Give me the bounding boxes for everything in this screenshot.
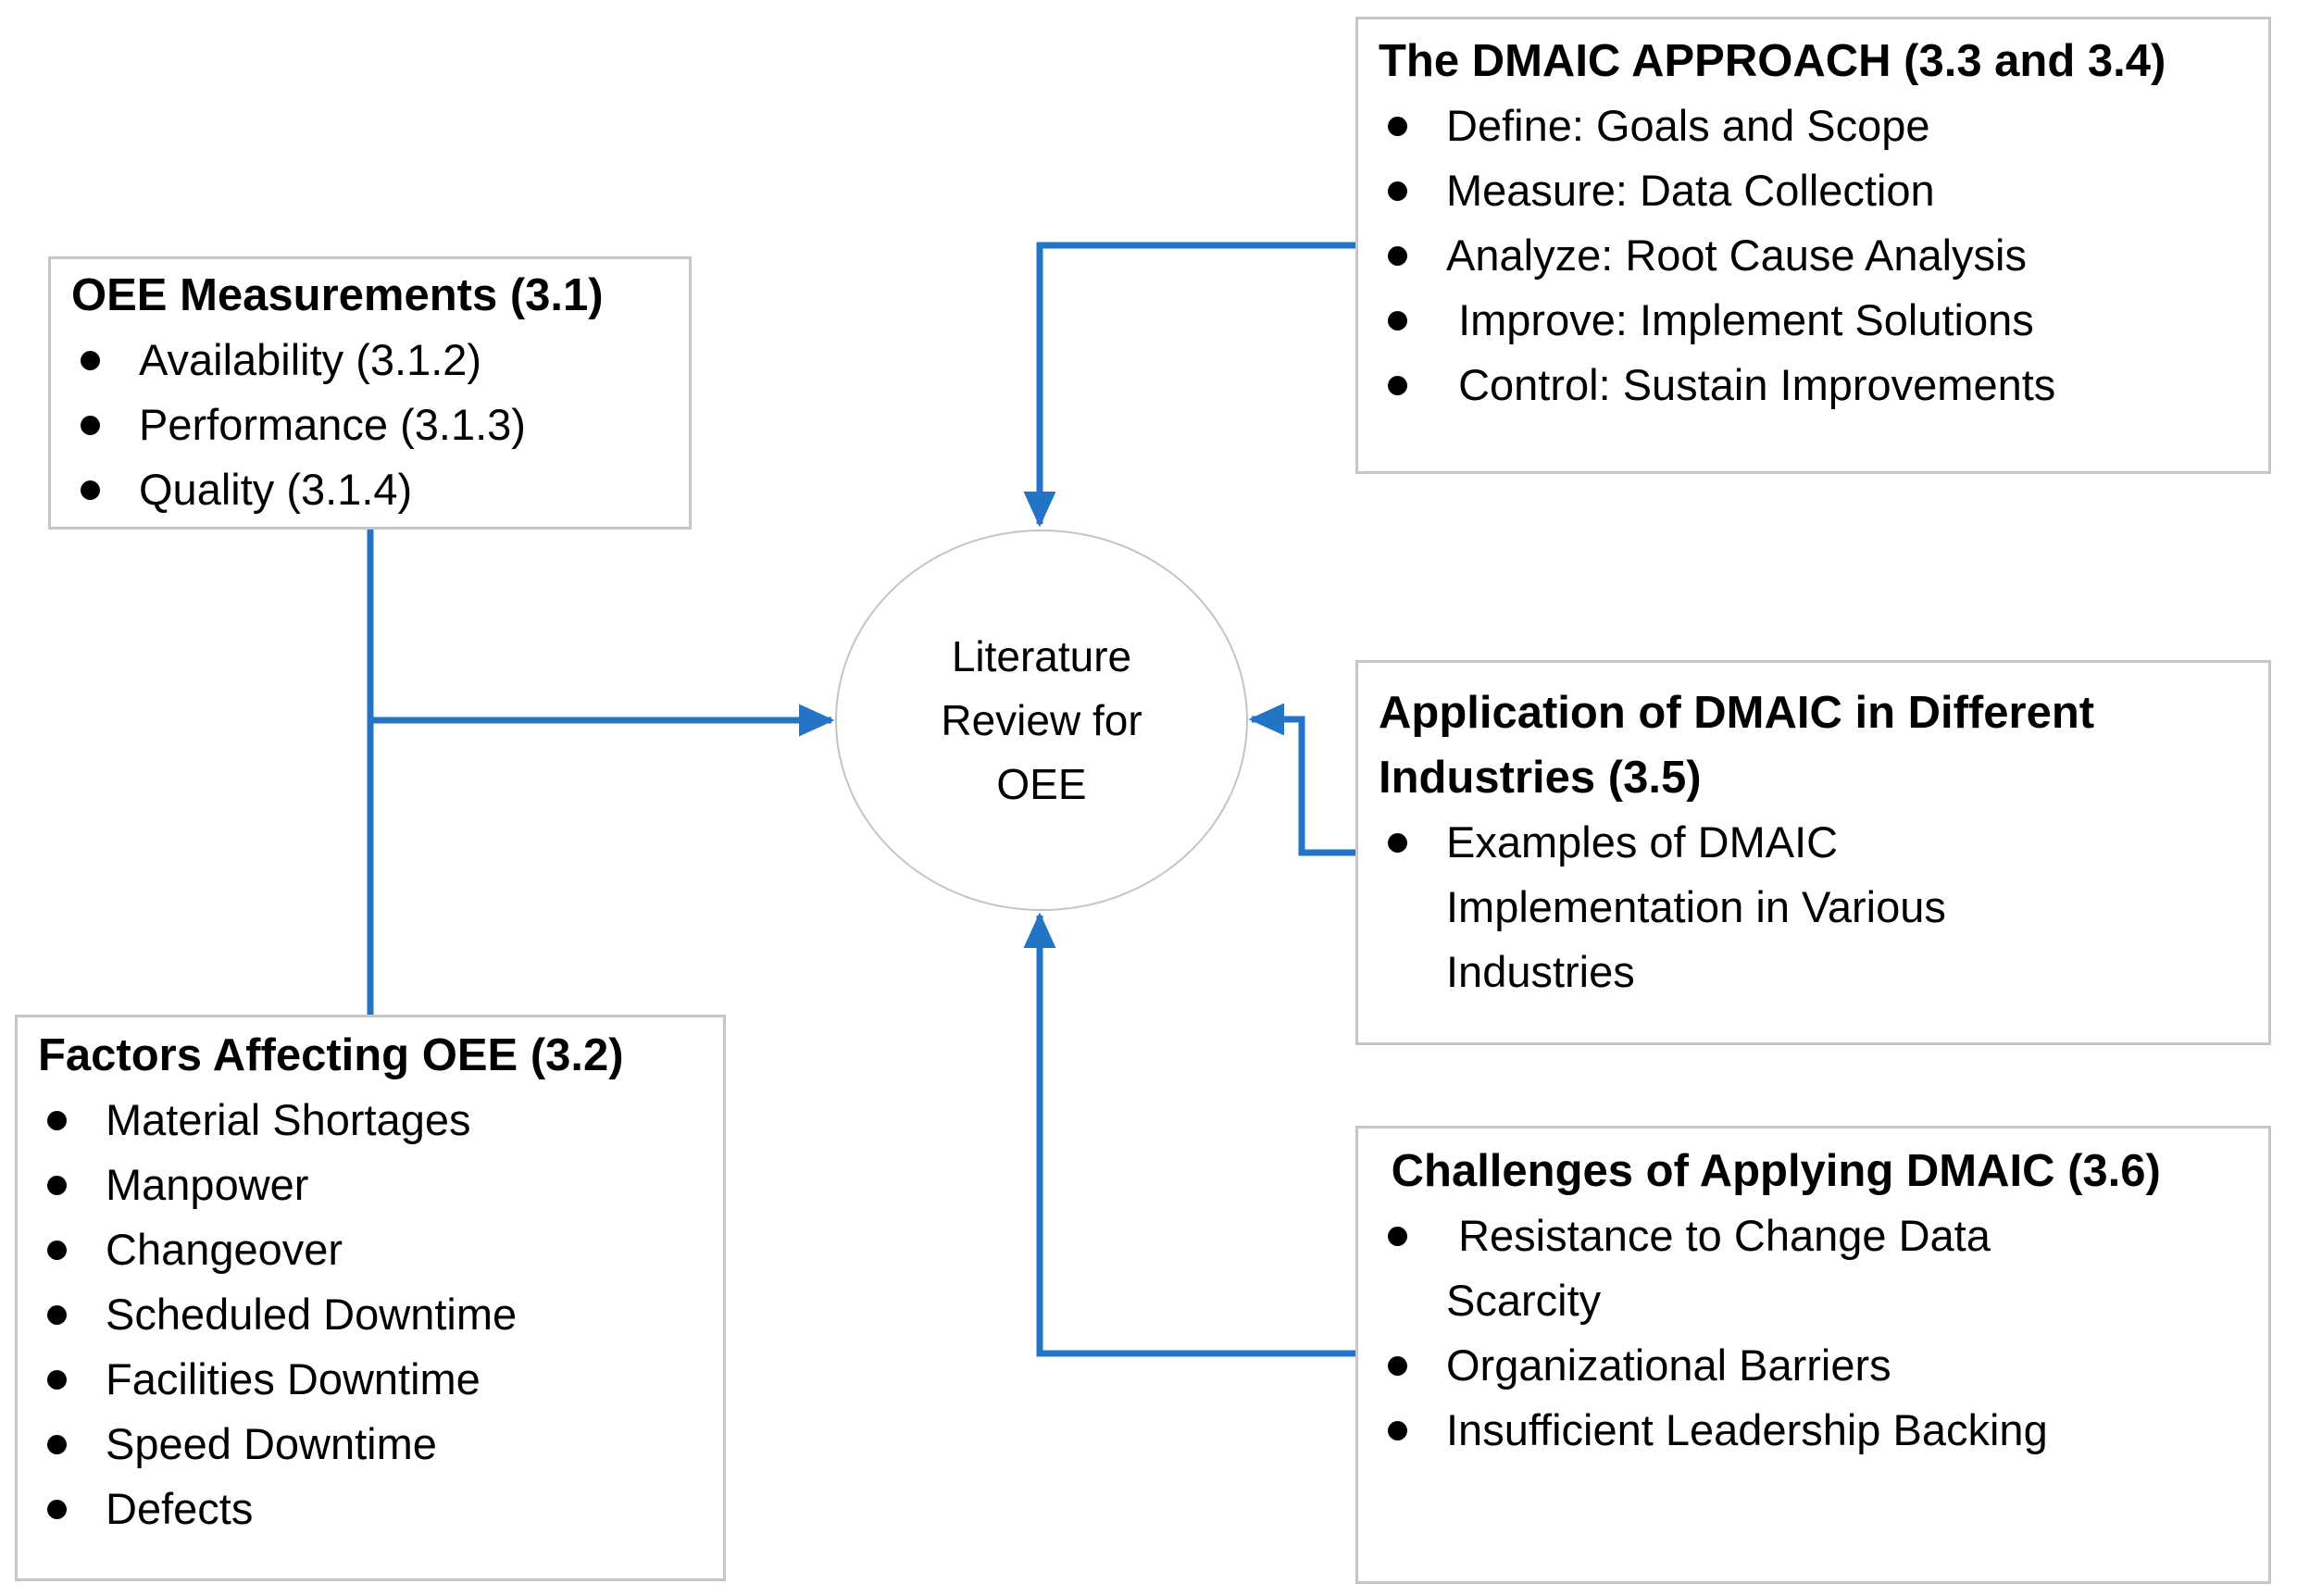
box-oee-measurements: OEE Measurements (3.1) Availability (3.1… bbox=[48, 256, 692, 530]
box-title: The DMAIC APPROACH (3.3 and 3.4) bbox=[1379, 36, 2166, 86]
bullet-item: Resistance to Change Data Scarcity bbox=[1358, 1203, 2268, 1333]
connector-application-to-center-arrow bbox=[1248, 703, 1355, 856]
box-title: OEE Measurements (3.1) bbox=[71, 270, 604, 320]
bullet-item: Speed Downtime bbox=[18, 1412, 723, 1477]
bullet-list: Availability (3.1.2)Performance (3.1.3)Q… bbox=[51, 328, 689, 522]
bullet-item: Examples of DMAIC Implementation in Vari… bbox=[1358, 810, 2268, 1004]
box-dmaic-approach: The DMAIC APPROACH (3.3 and 3.4) Define:… bbox=[1355, 17, 2271, 474]
bullet-item: Defects bbox=[18, 1477, 723, 1541]
box-title: Factors Affecting OEE (3.2) bbox=[38, 1030, 624, 1080]
bullet-item: Manpower bbox=[18, 1153, 723, 1217]
bullet-item: Facilities Downtime bbox=[18, 1347, 723, 1412]
bullet-item: Scheduled Downtime bbox=[18, 1282, 723, 1347]
bullet-item: Material Shortages bbox=[18, 1088, 723, 1153]
bullet-item: Measure: Data Collection bbox=[1358, 158, 2268, 223]
bullet-item: Insufficient Leadership Backing bbox=[1358, 1398, 2268, 1463]
bullet-item: Availability (3.1.2) bbox=[51, 328, 689, 393]
bullet-item: Changeover bbox=[18, 1217, 723, 1282]
bullet-item: Control: Sustain Improvements bbox=[1358, 353, 2268, 418]
bullet-item: Analyze: Root Cause Analysis bbox=[1358, 223, 2268, 288]
bullet-item: Quality (3.1.4) bbox=[51, 457, 689, 522]
bullet-item: Improve: Implement Solutions bbox=[1358, 288, 2268, 353]
bullet-list: Examples of DMAIC Implementation in Vari… bbox=[1358, 810, 2268, 1004]
bullet-item: Organizational Barriers bbox=[1358, 1333, 2268, 1398]
bullet-item: Define: Goals and Scope bbox=[1358, 94, 2268, 158]
center-node-label: Literature Review for OEE bbox=[941, 631, 1142, 808]
box-application-of-dmaic: Application of DMAIC in Different Indust… bbox=[1355, 660, 2271, 1045]
box-factors-affecting-oee: Factors Affecting OEE (3.2) Material Sho… bbox=[15, 1015, 726, 1581]
center-node-literature-review: Literature Review for OEE bbox=[835, 530, 1248, 911]
box-challenges-of-dmaic: Challenges of Applying DMAIC (3.6) Resis… bbox=[1355, 1126, 2271, 1584]
box-title: Application of DMAIC in Different Indust… bbox=[1379, 688, 2095, 803]
connector-challenges-to-center-arrow bbox=[1023, 912, 1355, 1357]
bullet-item: Performance (3.1.3) bbox=[51, 393, 689, 457]
box-title: Challenges of Applying DMAIC (3.6) bbox=[1379, 1146, 2161, 1196]
connector-dmaic-to-center-arrow bbox=[1023, 242, 1355, 528]
